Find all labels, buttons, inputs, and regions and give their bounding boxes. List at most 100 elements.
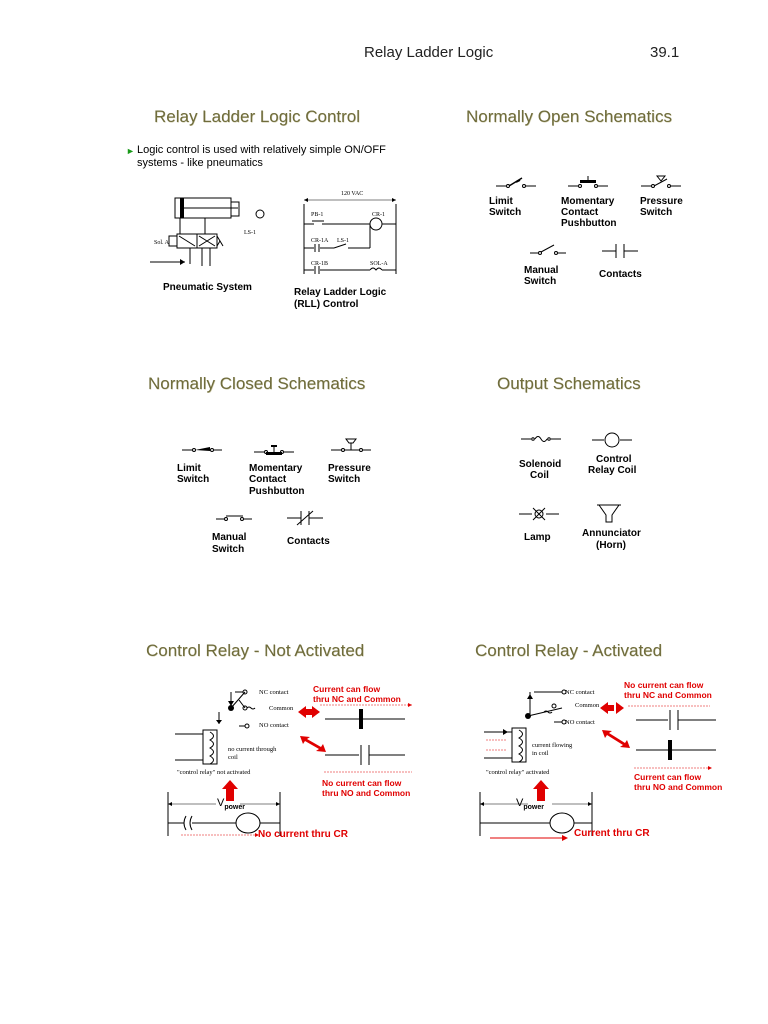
no-pushbutton-icon	[568, 176, 608, 188]
solenoid-label-2: Coil	[530, 470, 549, 481]
nc-manual-label-1: Manual	[212, 532, 247, 543]
slide2-title: Normally Open Schematics	[466, 107, 672, 126]
no-manual-label-2: Switch	[524, 276, 557, 287]
no-momentary-label-3: Pushbutton	[561, 218, 617, 229]
voltage-tag: 120 VAC	[341, 191, 364, 197]
no-pressure-label-1: Pressure	[640, 196, 683, 207]
slide3-title: Normally Closed Schematics	[148, 374, 366, 393]
slide1-title: Relay Ladder Logic Control	[154, 107, 361, 126]
no-contacts-icon	[602, 244, 638, 258]
cr1b-tag: CR-1B	[311, 261, 329, 267]
s6-coil-text-2: in coil	[532, 750, 549, 757]
no-contacts-label: Contacts	[599, 269, 642, 280]
no-manual-label-1: Manual	[524, 265, 559, 276]
ls1-tag: LS-1	[337, 238, 349, 244]
s6-common-label: Common	[575, 702, 600, 709]
nc-limit-label-2: Switch	[177, 474, 210, 485]
s5-no-contact-label: NO contact	[259, 722, 289, 729]
s6-contacts-symbols	[636, 710, 716, 760]
sol-a-valve-tag: Sol. A	[154, 240, 170, 246]
cr1a-tag: CR-1A	[311, 238, 329, 244]
s6-red-nc-2: thru NC and Common	[624, 690, 712, 700]
s6-red-nc-1: No current can flow	[624, 680, 704, 690]
lamp-label: Lamp	[524, 532, 551, 543]
no-manual-switch-icon	[530, 244, 566, 255]
rll-label-line2: (RLL) Control	[294, 299, 359, 310]
nc-manual-switch-icon	[216, 515, 252, 521]
no-pressure-label-2: Switch	[640, 207, 673, 218]
no-momentary-label-2: Contact	[561, 207, 599, 218]
no-momentary-label-1: Momentary	[561, 196, 615, 207]
s6-vpower-label: Vpower	[516, 797, 544, 812]
slide1-bullet-line1: Logic control is used with relatively si…	[137, 144, 386, 156]
s5-vpower-label: Vpower	[217, 797, 245, 812]
solenoid-coil-icon	[521, 436, 561, 442]
nc-pushbutton-icon	[254, 445, 294, 455]
nc-limit-switch-icon	[182, 447, 222, 452]
control-relay-coil-icon	[592, 432, 632, 448]
relay-not-activated-diagram	[175, 689, 256, 765]
pb1-tag: PB-1	[311, 212, 324, 218]
s5-red-nc-2: thru NC and Common	[313, 694, 401, 704]
s6-red-no-1: Current can flow	[634, 772, 702, 782]
rll-ladder-diagram	[303, 198, 397, 274]
s6-vpower-circuit	[479, 792, 593, 836]
page-number: 39.1	[650, 44, 680, 61]
ls1-cylinder-tag: LS-1	[244, 230, 256, 236]
s5-vpower-circuit	[167, 792, 281, 836]
s6-relay-state: "control relay" activated	[486, 769, 550, 776]
s5-vpower-arrow-icon	[222, 780, 238, 801]
nc-contacts-icon	[287, 510, 323, 526]
nc-limit-label-1: Limit	[177, 463, 201, 474]
nc-pressure-switch-icon	[331, 438, 371, 452]
s6-bottom-arrow-icon	[490, 835, 568, 841]
slide6-title: Control Relay - Activated	[475, 641, 663, 660]
nc-momentary-label-2: Contact	[249, 474, 287, 485]
nc-momentary-label-1: Momentary	[249, 463, 303, 474]
page-header-title: Relay Ladder Logic	[364, 44, 494, 61]
annunciator-label-2: (Horn)	[596, 540, 626, 551]
lamp-icon	[519, 507, 559, 521]
nc-manual-label-2: Switch	[212, 544, 245, 555]
annunciator-horn-icon	[597, 504, 621, 523]
relay-coil-label-1: Control	[596, 454, 632, 465]
s6-vpower-arrow-icon	[533, 780, 549, 801]
nc-momentary-label-3: Pushbutton	[249, 486, 305, 497]
s6-red-arrows-icon	[600, 702, 712, 770]
slide1-bullet-line2: systems - like pneumatics	[137, 157, 263, 169]
pneumatic-system-label: Pneumatic System	[163, 282, 252, 293]
s5-nc-contact-label: NC contact	[259, 689, 289, 696]
s6-bottom-text: Current thru CR	[574, 828, 650, 839]
s5-red-no-2: thru NO and Common	[322, 788, 411, 798]
s6-no-contact-label: NO contact	[565, 719, 595, 726]
bullet-arrow-icon: ►	[126, 146, 135, 156]
relay-coil-label-2: Relay Coil	[588, 465, 637, 476]
s5-red-no-1: No current can flow	[322, 778, 402, 788]
relay-activated-diagram	[484, 689, 567, 763]
rll-label-line1: Relay Ladder Logic	[294, 287, 387, 298]
no-pressure-switch-icon	[641, 175, 681, 188]
no-limit-label-1: Limit	[489, 196, 513, 207]
s5-coil-text-2: coil	[228, 754, 238, 761]
sola-tag: SOL-A	[370, 261, 388, 267]
nc-pressure-label-1: Pressure	[328, 463, 371, 474]
no-limit-switch-icon	[496, 177, 536, 188]
nc-contacts-label: Contacts	[287, 536, 330, 547]
s5-bottom-text: No current thru CR	[258, 829, 348, 840]
slide4-title: Output Schematics	[497, 374, 641, 393]
s5-relay-state: "control relay" not activated	[177, 769, 251, 776]
pneumatic-system-diagram	[150, 197, 265, 266]
s5-common-label: Common	[269, 705, 294, 712]
nc-pressure-label-2: Switch	[328, 474, 361, 485]
cr1-tag: CR-1	[372, 212, 386, 218]
s5-red-nc-1: Current can flow	[313, 684, 381, 694]
annunciator-label-1: Annunciator	[582, 528, 641, 539]
s5-bottom-arrow-icon	[181, 833, 259, 837]
s5-contacts-symbols	[325, 709, 405, 765]
no-limit-label-2: Switch	[489, 207, 522, 218]
slide5-title: Control Relay - Not Activated	[146, 641, 365, 660]
s5-red-arrows-icon	[298, 703, 412, 773]
s6-red-no-2: thru NO and Common	[634, 782, 723, 792]
s6-coil-text-1: current flowing	[532, 742, 573, 749]
solenoid-label-1: Solenoid	[519, 459, 562, 470]
